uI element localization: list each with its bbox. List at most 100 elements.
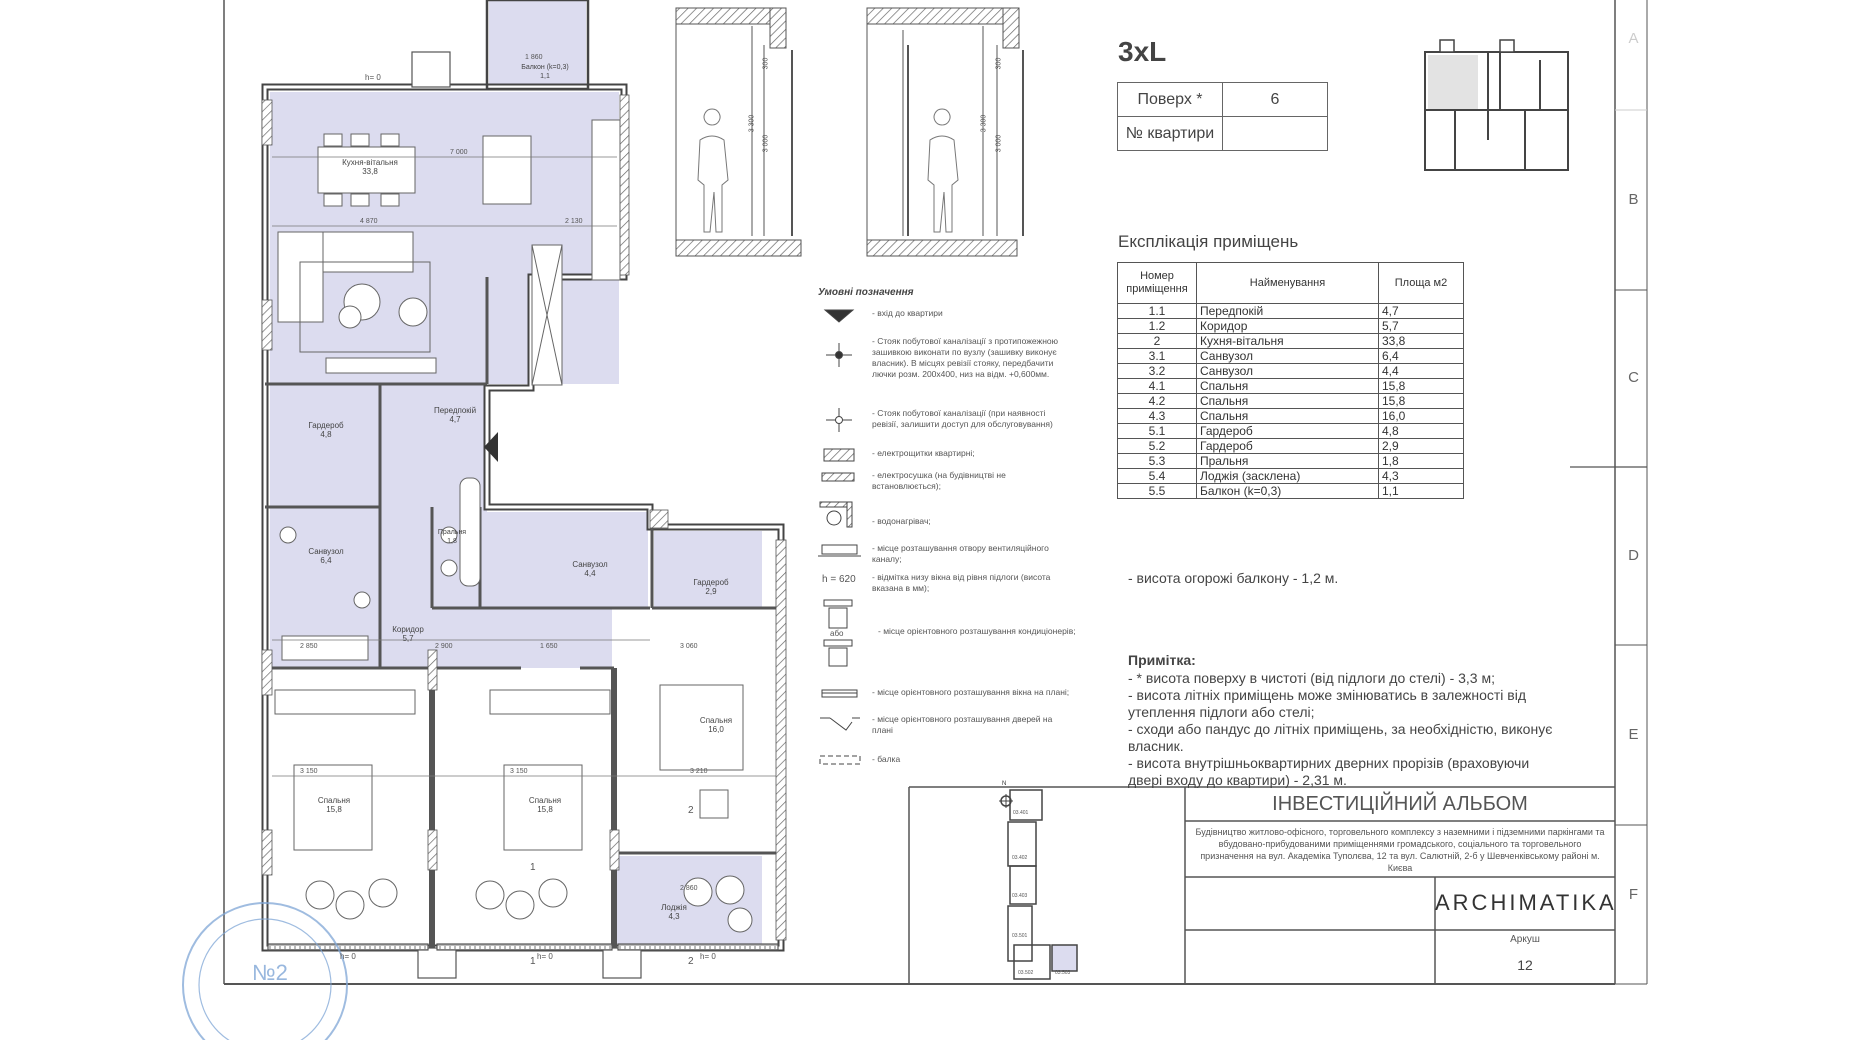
sewer-riser-filled-icon	[826, 343, 852, 367]
note-line: - висота літніх приміщень може змінювати…	[1128, 687, 1526, 703]
section-dimension: 3 000	[762, 134, 770, 153]
room-name: Гардероб	[1196, 423, 1379, 439]
grid-letter: E	[1628, 726, 1639, 743]
room-area: 4,3	[1378, 468, 1464, 484]
legend-item: - Стояк побутової каналізації з протипож…	[872, 336, 1059, 379]
section-1	[675, 7, 802, 257]
building-key-plan	[1424, 39, 1569, 171]
room-area: 4,8	[1378, 423, 1464, 439]
legend-item: - Стояк побутової каналізації (при наявн…	[872, 408, 1053, 429]
grid-letter: A	[1628, 30, 1639, 47]
bedroom-furniture	[274, 477, 753, 933]
dimension-label: 3 150	[510, 768, 528, 775]
legend-item: - місце орієнтовного розташування вікна …	[872, 687, 1070, 697]
room-area: 16,0	[1378, 408, 1464, 424]
room-number: 1.2	[1117, 318, 1197, 334]
room-number: 5.2	[1117, 438, 1197, 454]
room-number: 4.2	[1117, 393, 1197, 409]
window-height-mark: h= 0	[340, 952, 356, 961]
section-mark: 1	[530, 862, 536, 873]
column-header: Площа м2	[1378, 262, 1464, 304]
room-name: Спальня	[1196, 408, 1379, 424]
wall-hatching	[261, 94, 787, 941]
room-number: 5.4	[1117, 468, 1197, 484]
room-name: Лоджія (засклена)	[1196, 468, 1379, 484]
or-label: або	[830, 629, 844, 638]
window-icon	[821, 689, 858, 698]
room-name: Санвузол	[1196, 363, 1379, 379]
window-units	[267, 51, 779, 979]
note-line: утеплення підлоги або стелі;	[1128, 704, 1315, 720]
key-plan-label: 03.401	[1013, 810, 1029, 816]
dimension-label: 4 870	[360, 218, 378, 225]
dimension-label: 2 860	[680, 885, 698, 892]
electrical-panel-icon	[823, 448, 855, 462]
key-plan-label: 03.501	[1012, 933, 1028, 939]
sheet-frame	[223, 0, 1648, 985]
album-title: ІНВЕСТИЦІЙНИЙ АЛЬБОМ	[1272, 793, 1528, 815]
room-area: 15,8	[1378, 378, 1464, 394]
electric-dryer-icon	[821, 472, 855, 482]
room-area: 6,4	[1378, 348, 1464, 364]
person-silhouette-icon	[927, 108, 959, 233]
legend-item: - місце розташування отвору вентиляційно…	[872, 543, 1049, 564]
room-area: 2,9	[1378, 438, 1464, 454]
room-number: 5.5	[1117, 483, 1197, 499]
legend-icons	[818, 309, 861, 765]
column-header: Номер приміщення	[1117, 262, 1197, 304]
column-header: Найменування	[1196, 262, 1379, 304]
ventilation-opening-icon	[818, 544, 861, 557]
legend-item: - електрощитки квартирні;	[872, 448, 975, 458]
dimension-label: 2 900	[435, 643, 453, 650]
room-area: 15,8	[1378, 393, 1464, 409]
grid-letter: C	[1628, 369, 1639, 386]
grid-letter: F	[1628, 886, 1639, 903]
section-dimension: 300	[762, 57, 770, 70]
note-line: - висота внутрішньоквартирних дверних пр…	[1128, 755, 1530, 771]
room-area: 1,1	[1378, 483, 1464, 499]
section-mark: 1	[530, 956, 536, 967]
room-number: 4.3	[1117, 408, 1197, 424]
balcony-outline	[485, 0, 590, 91]
room-area: 33,8	[1378, 333, 1464, 349]
sewer-riser-open-icon	[826, 408, 852, 432]
water-heater-icon	[819, 501, 853, 528]
room-label-balcony: Балкон (k=0,3)1,1	[521, 64, 569, 80]
legend-item: - місце орієнтовного розташування кондиц…	[878, 626, 1076, 636]
room-number: 5.3	[1117, 453, 1197, 469]
key-plan-label: 03.403	[1012, 893, 1028, 899]
window-height-mark: h= 0	[700, 952, 716, 961]
room-name: Гардероб	[1196, 438, 1379, 454]
room-name: Спальня	[1196, 393, 1379, 409]
entrance-triangle-icon	[823, 309, 855, 323]
archimatika-logo: ARCHIMATIKA	[1435, 890, 1617, 915]
window-height-mark: h= 0	[365, 73, 381, 82]
legend-item: - водонагрівач;	[872, 516, 931, 526]
legend-item: - балка	[872, 754, 901, 764]
sector-key-plan	[999, 789, 1078, 980]
explication-title: Експлікація приміщень	[1118, 232, 1299, 251]
room-number: 1.1	[1117, 303, 1197, 319]
room-area: 4,7	[1378, 303, 1464, 319]
apartment-number-label: № квартири	[1117, 116, 1223, 151]
section-2	[866, 7, 1024, 257]
room-name: Коридор	[1196, 318, 1379, 334]
section-dimension: 300	[995, 57, 1003, 70]
legend-item: - відмітка низу вікна від рівня підлоги …	[872, 572, 1051, 593]
